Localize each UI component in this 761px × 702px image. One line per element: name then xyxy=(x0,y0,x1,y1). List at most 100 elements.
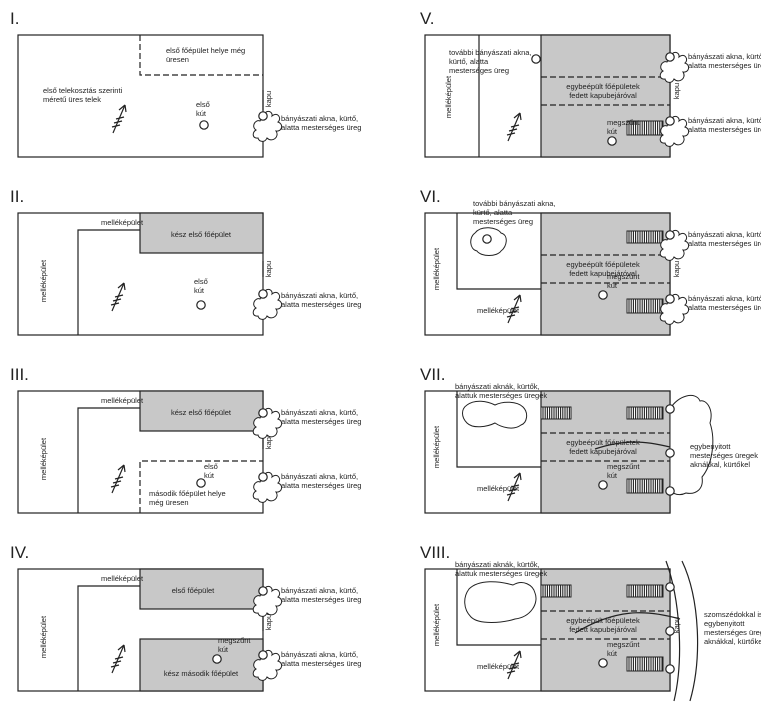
north-arrow-shaft xyxy=(507,650,521,680)
well-circle xyxy=(598,290,608,300)
north-arrow-tick xyxy=(110,484,120,488)
shaft-hatch-block xyxy=(626,656,664,672)
cavity-outline-1 xyxy=(659,51,690,83)
north-arrow-tick xyxy=(111,124,121,128)
label-line: mesterséges üreg xyxy=(449,66,509,75)
label-line: kapu xyxy=(264,91,273,107)
label-line: megszűnt xyxy=(607,462,640,471)
label-line: kapu xyxy=(672,83,681,99)
well-circle xyxy=(665,626,675,636)
label-line: kürtő, alatta xyxy=(449,57,489,66)
cavity-outline-2 xyxy=(252,649,283,681)
label-line: egybeépült főépületek xyxy=(566,82,640,91)
label-line: alatta mesterséges üreg xyxy=(281,300,361,309)
cavity-outline-2 xyxy=(252,471,283,503)
outbuilding-top-label: melléképület xyxy=(101,218,144,227)
label-line: melléképület xyxy=(432,425,441,468)
well-circle xyxy=(665,664,675,674)
well-circle xyxy=(665,486,675,496)
label-line: kút xyxy=(218,645,229,654)
label-line: melléképület xyxy=(101,396,144,405)
label-line: első főépület helye még xyxy=(166,46,245,55)
north-arrow-shaft xyxy=(111,644,125,674)
shaft-circle xyxy=(258,650,268,660)
label-line: mesterséges üregek xyxy=(704,628,761,637)
label-line: kész második főépület xyxy=(164,669,239,678)
north-arrow-tick xyxy=(506,132,516,136)
label-line: kész első főépület xyxy=(171,230,232,239)
shaft-label-1: bányászati akna, kürtő,alatta mestersége… xyxy=(688,230,761,248)
shaft-label-2: bányászati akna, kürtő,alatta mestersége… xyxy=(281,650,361,668)
shaft-hatch-block xyxy=(626,478,664,494)
cavity-outline xyxy=(464,581,537,623)
shaft-label-1: bányászati akna, kürtő,alatta mestersége… xyxy=(281,586,361,604)
shaft-circle xyxy=(258,111,268,121)
shaft-hatch-block xyxy=(626,406,664,420)
outbuilding-side-label: melléképület xyxy=(432,425,441,468)
outbuilding-outline xyxy=(456,213,541,290)
gate-label: kapu xyxy=(264,91,273,107)
north-arrow-tick xyxy=(114,294,124,298)
north-arrow-shaft xyxy=(507,112,521,142)
label-line: mesterséges üregek xyxy=(690,451,758,460)
shaft-label-2: bányászati akna, kürtő,alatta mestersége… xyxy=(688,116,761,134)
shaft-label-2: bányászati akna, kürtő,alatta mestersége… xyxy=(688,294,761,312)
label-line: még üresen xyxy=(149,498,189,507)
north-arrow-tick xyxy=(510,124,520,128)
north-arrow-shaft xyxy=(111,282,125,312)
label-line: bányászati aknák, kürtők, xyxy=(455,382,540,391)
outbuilding-side-label: melléképület xyxy=(432,603,441,646)
well-circle xyxy=(665,582,675,592)
north-arrow-head xyxy=(513,650,522,659)
north-arrow-tick xyxy=(510,484,520,488)
shaft-circle xyxy=(258,289,268,299)
panel-numeral: V. xyxy=(420,9,435,28)
north-arrow-head xyxy=(118,104,127,113)
north-arrow-tick xyxy=(112,480,122,484)
label-line: kapu xyxy=(264,261,273,277)
north-arrow-icon xyxy=(506,112,522,142)
north-arrow-head xyxy=(513,472,522,481)
label-line: bányászati akna, kürtő, xyxy=(281,408,358,417)
label-line: alatta mesterséges üreg xyxy=(281,481,361,490)
shaft-hatch-block xyxy=(626,298,664,314)
gate-label: kapu xyxy=(264,261,273,277)
north-arrow-shaft xyxy=(112,104,126,134)
label-line: kút xyxy=(607,649,618,658)
north-arrow-tick xyxy=(113,120,123,124)
label-line: alatta mesterséges üreg xyxy=(281,659,361,668)
label-line: melléképület xyxy=(432,603,441,646)
outbuilding-side-label: melléképület xyxy=(39,259,48,302)
well-circle xyxy=(212,654,222,664)
main-building-1 xyxy=(139,568,264,610)
label-line: aknákkal, kürtőkel xyxy=(690,460,750,469)
gate-label: kapu xyxy=(672,83,681,99)
label-line: első xyxy=(204,462,218,471)
label-line: kürtő, alatta xyxy=(473,208,513,217)
north-arrow-icon xyxy=(506,472,522,502)
well-circle xyxy=(531,54,541,64)
north-arrow-tick xyxy=(112,660,122,664)
north-arrow-tick xyxy=(508,128,518,132)
outbuilding-outline xyxy=(456,569,541,646)
label-line: alatta mesterséges üreg xyxy=(281,417,361,426)
label-line: üresen xyxy=(166,55,189,64)
label-line: melléképület xyxy=(444,75,453,118)
north-arrow-tick xyxy=(115,116,125,120)
outbuilding-bottom-label: melléképület xyxy=(477,484,520,493)
north-arrow-icon xyxy=(110,464,126,494)
north-arrow-tick xyxy=(110,664,120,668)
panel-numeral: VII. xyxy=(420,365,446,384)
gate-label: kapu xyxy=(264,433,273,449)
north-arrow-tick xyxy=(110,302,120,306)
